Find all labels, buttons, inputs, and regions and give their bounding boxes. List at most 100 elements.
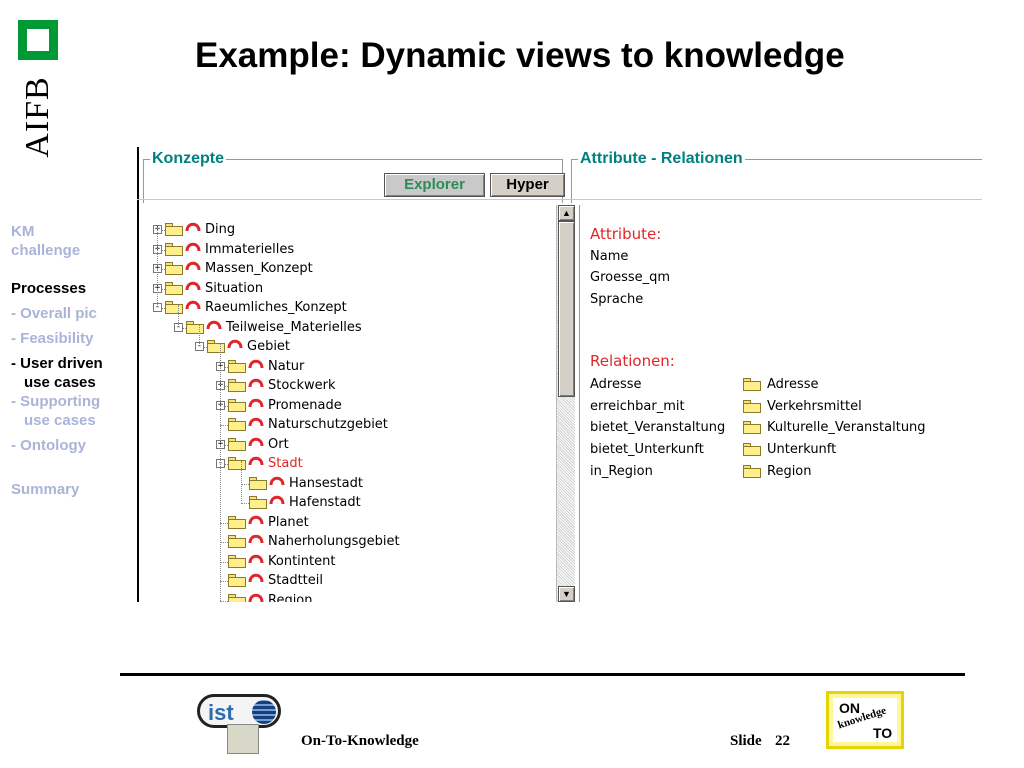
tree-node-label: Naturschutzgebiet [268, 417, 388, 432]
nav-item-summary[interactable]: Summary [11, 481, 80, 498]
explorer-button[interactable]: Explorer [384, 173, 485, 197]
tree-node[interactable]: -Teilweise_Materielles [143, 319, 547, 338]
tree-node[interactable]: Naturschutzgebiet [143, 416, 547, 435]
tree-node[interactable]: -Raeumliches_Konzept [143, 299, 547, 318]
relation-arrow-icon [185, 261, 201, 271]
folder-icon [228, 574, 246, 587]
hyper-button[interactable]: Hyper [490, 173, 565, 197]
folder-icon [228, 515, 246, 529]
nav-item-km[interactable]: KM [11, 223, 35, 240]
tree-node[interactable]: Hansestadt [143, 475, 547, 494]
folder-icon [165, 281, 183, 295]
relation-arrow-icon [206, 320, 222, 329]
relation-target[interactable]: Kulturelle_Veranstaltung [767, 420, 926, 436]
footer-slide-number: 22 [775, 733, 790, 749]
tree-node[interactable]: +Natur [143, 358, 547, 377]
relation-arrow-icon [185, 222, 201, 232]
tree-node[interactable]: -Gebiet [143, 338, 547, 357]
relation-name[interactable]: bietet_Unterkunft [590, 442, 704, 458]
relation-arrow-icon [248, 573, 264, 583]
folder-icon [228, 554, 246, 568]
folder-icon [249, 476, 267, 490]
concept-tree[interactable]: +Ding+Immaterielles+Massen_Konzept+Situa… [143, 205, 547, 602]
folder-icon [249, 496, 267, 509]
relation-name[interactable]: bietet_Veranstaltung [590, 420, 726, 436]
slide-title: Example: Dynamic views to knowledge [195, 36, 845, 75]
attribute-item[interactable]: Groesse_qm [590, 270, 671, 285]
attributes-heading: Attribute: [590, 225, 662, 243]
tree-node-label: Massen_Konzept [205, 261, 313, 276]
tree-node[interactable]: +Situation [143, 280, 547, 299]
relation-target[interactable]: Region [767, 463, 812, 479]
relation-arrow-icon [248, 534, 264, 544]
folder-icon [165, 242, 183, 256]
scroll-thumb[interactable] [558, 221, 575, 397]
tree-node[interactable]: -Stadt [143, 455, 547, 474]
tree-node-label: Gebiet [247, 339, 291, 354]
attribute-item[interactable]: Sprache [590, 292, 644, 307]
nav-item-processes[interactable]: Processes [11, 280, 87, 297]
tree-node-label: Ort [268, 436, 289, 452]
folder-icon [228, 418, 246, 431]
relation-target[interactable]: Verkehrsmittel [767, 398, 862, 414]
tree-node[interactable]: +Ding [143, 221, 547, 240]
tree-node[interactable]: +Ort [143, 436, 547, 455]
tree-node-label: Kontintent [268, 553, 336, 569]
scroll-down-icon[interactable]: ▼ [558, 586, 575, 602]
folder-icon [228, 457, 246, 470]
tree-scrollbar[interactable]: ▲ ▼ [556, 205, 575, 602]
folder-icon [165, 301, 183, 314]
tree-node[interactable]: Hafenstadt [143, 494, 547, 513]
aifb-logo-text: AIFB [19, 76, 56, 158]
folder-icon [165, 262, 183, 275]
folder-icon [207, 340, 225, 353]
relation-arrow-icon [248, 515, 264, 524]
globe-icon [252, 700, 276, 724]
nav-item-supporting-cont[interactable]: use cases [24, 412, 96, 429]
nav-item-feasibility[interactable]: - Feasibility [11, 330, 94, 347]
relation-arrow-icon [248, 456, 264, 466]
relation-arrow-icon [248, 593, 264, 602]
tree-node[interactable]: Kontintent [143, 553, 547, 572]
tree-node[interactable]: +Massen_Konzept [143, 260, 547, 279]
aifb-logo: AIFB [14, 18, 62, 158]
nav-item-km-challenge[interactable]: challenge [11, 242, 81, 259]
tree-node-label: Hafenstadt [289, 495, 361, 510]
tree-node[interactable]: Stadtteil [143, 572, 547, 591]
folder-icon [228, 535, 246, 548]
relation-target[interactable]: Adresse [767, 377, 819, 392]
tree-node[interactable]: Planet [143, 514, 547, 533]
footer-divider [120, 673, 965, 676]
relation-name[interactable]: Adresse [590, 377, 642, 392]
relations-heading: Relationen: [590, 352, 675, 370]
tree-node-label: Situation [205, 280, 264, 296]
footer-project: On-To-Knowledge [301, 733, 419, 749]
slide-nav: KM challenge Processes - Overall pic - F… [11, 222, 126, 499]
nav-item-overall-pic[interactable]: - Overall pic [11, 305, 97, 322]
folder-icon [743, 464, 761, 478]
tree-node[interactable]: +Immaterielles [143, 241, 547, 260]
tree-node-label: Teilweise_Materielles [226, 319, 362, 335]
ist-logo-text: ist [208, 700, 234, 725]
scroll-up-icon[interactable]: ▲ [558, 205, 575, 221]
relation-arrow-icon [269, 495, 285, 505]
tree-node[interactable]: Naherholungsgebiet [143, 533, 547, 552]
tree-node[interactable]: Region [143, 592, 547, 603]
relation-target[interactable]: Unterkunft [767, 442, 837, 458]
tree-node-label: Stadtteil [268, 573, 323, 588]
relation-name[interactable]: in_Region [590, 463, 653, 479]
tree-node-label: Promenade [268, 397, 342, 413]
relation-arrow-icon [248, 437, 264, 446]
attribute-item[interactable]: Name [590, 249, 629, 264]
attribute-relationen-legend: Attribute - Relationen [578, 150, 745, 168]
tree-node-label: Hansestadt [289, 475, 363, 491]
relation-name[interactable]: erreichbar_mit [590, 398, 685, 414]
nav-item-user-driven-cont[interactable]: use cases [24, 374, 96, 391]
tree-node[interactable]: +Stockwerk [143, 377, 547, 396]
relation-arrow-icon [248, 554, 264, 563]
nav-item-ontology[interactable]: - Ontology [11, 437, 86, 454]
tree-node-label: Region [268, 592, 313, 603]
tree-node[interactable]: +Promenade [143, 397, 547, 416]
nav-item-user-driven[interactable]: - User driven [11, 355, 103, 372]
nav-item-supporting[interactable]: - Supporting [11, 393, 101, 410]
